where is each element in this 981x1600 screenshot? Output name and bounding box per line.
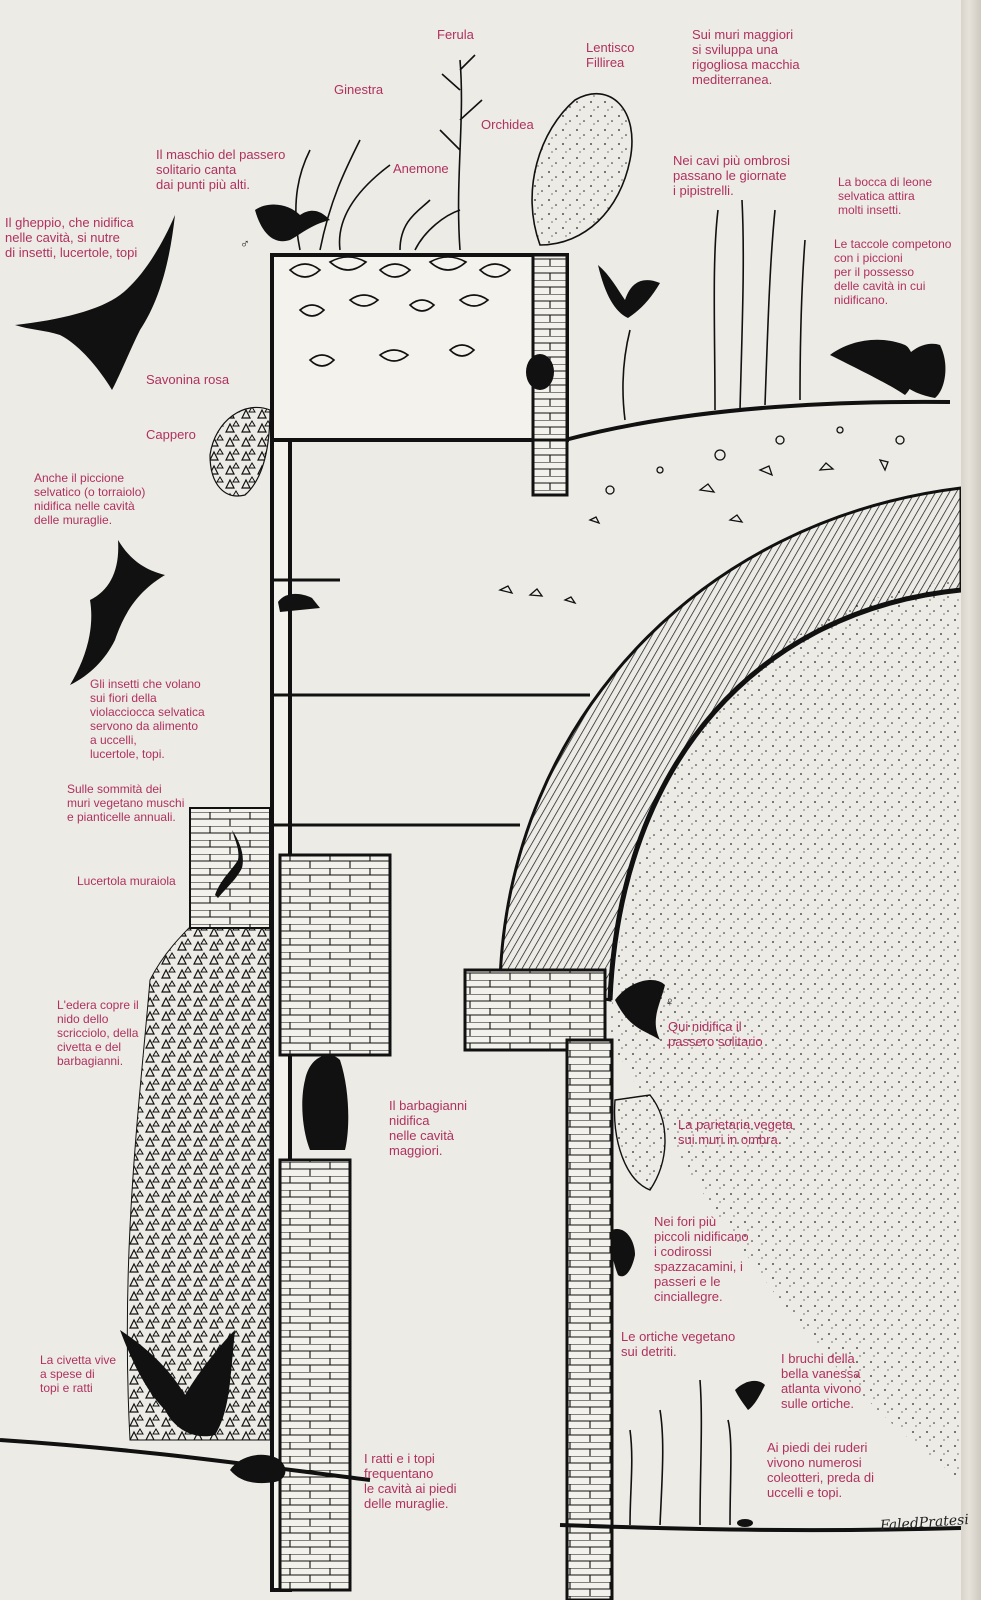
blue-rock-thrush-male-silhouette <box>255 204 330 242</box>
male-symbol: ♂ <box>240 236 250 251</box>
label-cappero: Cappero <box>146 427 196 442</box>
jackdaws-silhouette <box>830 339 946 398</box>
label-orchidea: Orchidea <box>481 117 534 132</box>
label-civetta: La civetta vive a spese di topi e ratti <box>40 1353 117 1395</box>
main-tower <box>189 253 614 1600</box>
blue-rock-thrush-female-silhouette <box>615 980 665 1040</box>
label-lentisco: Lentisco Fillirea <box>586 40 635 70</box>
label-pipistrelli: Nei cavi più ombrosi passano le giornate… <box>673 153 791 198</box>
wall-ecosystem-illustration <box>0 54 961 1600</box>
barn-owl-silhouette <box>302 1055 349 1150</box>
caper-plant <box>209 406 271 497</box>
top-vegetation <box>295 54 633 251</box>
redstart-silhouette <box>611 1229 635 1277</box>
label-barbagianni: Il barbagianni nidifica nelle cavità mag… <box>389 1098 468 1158</box>
kestrel-silhouette <box>15 215 175 390</box>
label-ferula: Ferula <box>437 27 474 42</box>
label-ginestra: Ginestra <box>334 82 384 97</box>
label-taccole: Le taccole competono con i piccioni per … <box>834 237 952 307</box>
label-muri-maggiori: Sui muri maggiori si sviluppa una rigogl… <box>692 27 800 87</box>
label-parietaria: La parietaria vegeta sui muri in ombra. <box>678 1117 793 1147</box>
parietaria-shrub <box>613 1094 666 1191</box>
label-codirossi: Nei fori più piccoli nidificano i codiro… <box>654 1214 749 1304</box>
label-edera: L'edera copre il nido dello scricciolo, … <box>57 998 139 1068</box>
rubble-slope <box>498 399 951 605</box>
label-coleotteri: Ai piedi dei ruderi vivono numerosi cole… <box>767 1440 874 1500</box>
label-passero-solitario: Qui nidifica il passero solitario <box>668 1019 763 1049</box>
snapdragon-plants <box>622 199 806 421</box>
lizard-silhouette <box>215 830 243 898</box>
label-ratti: I ratti e i topi frequentano le cavità a… <box>364 1451 457 1511</box>
label-passero-maschio: Il maschio del passero solitario canta d… <box>156 147 286 192</box>
female-symbol: ♀ <box>665 994 675 1009</box>
ground <box>0 1438 961 1533</box>
rat-silhouette <box>230 1454 286 1484</box>
label-piccione: Anche il piccione selvatico (o torraiolo… <box>34 471 146 527</box>
label-sommita: Sulle sommità dei muri vegetano muschi e… <box>67 782 185 824</box>
label-ortiche: Le ortiche vegetano sui detriti. <box>621 1329 736 1359</box>
beetle-silhouette <box>737 1519 753 1527</box>
label-savonina: Savonina rosa <box>146 372 230 387</box>
butterfly-silhouette <box>735 1380 765 1410</box>
ivy-mass <box>126 838 271 1441</box>
bat-silhouette <box>598 265 660 318</box>
owl-silhouette <box>120 1330 235 1437</box>
label-lucertola: Lucertola muraiola <box>77 874 176 888</box>
label-bocca-leone: La bocca di leone selvatica attira molti… <box>838 175 933 217</box>
arch <box>498 486 961 1002</box>
label-gheppio: Il gheppio, che nidifica nelle cavità, s… <box>5 215 138 260</box>
page-edge <box>961 0 981 1600</box>
label-insetti-violaciocca: Gli insetti che volano sui fiori della v… <box>90 677 205 761</box>
nettles <box>629 1379 732 1526</box>
pigeon-in-cavity <box>278 593 320 612</box>
pigeon-silhouette <box>70 540 165 685</box>
label-bruchi: I bruchi della bella vanessa atlanta viv… <box>781 1351 862 1411</box>
arch-stipple <box>610 580 961 1480</box>
label-anemone: Anemone <box>393 161 449 176</box>
